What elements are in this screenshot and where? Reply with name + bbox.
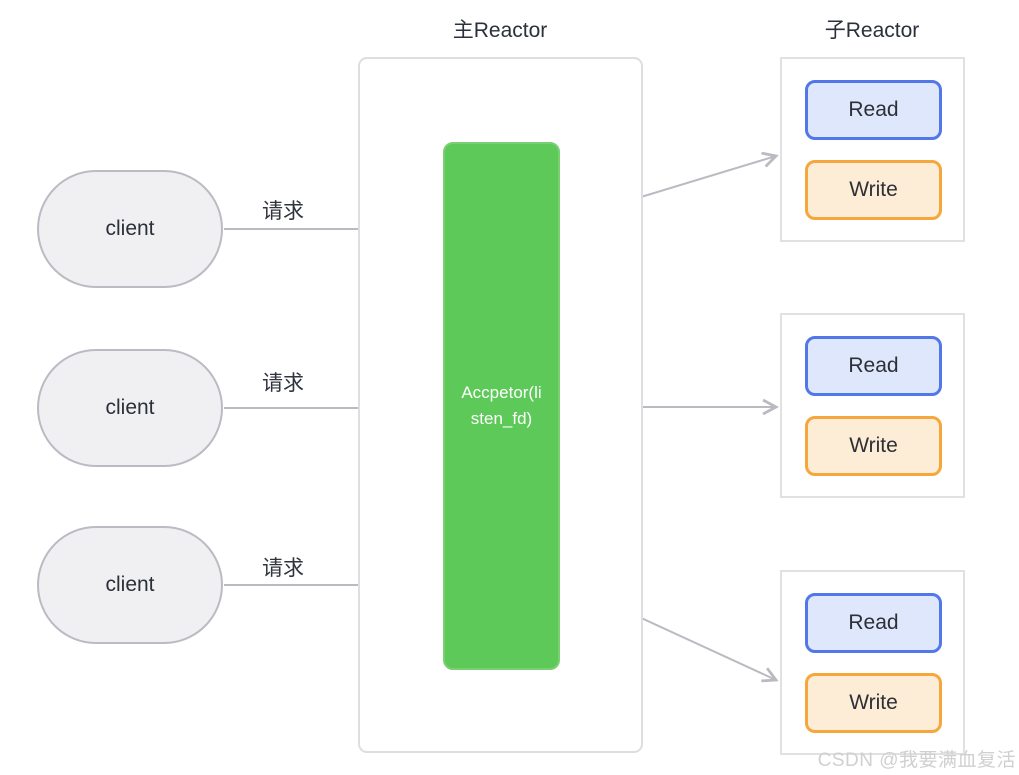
read-node: Read [805, 336, 942, 396]
request-label-1: 请求 [262, 200, 304, 223]
sub-reactor-box-1: Read Write [780, 57, 965, 242]
csdn-watermark: CSDN @我要满血复活 [817, 750, 1016, 771]
write-node: Write [805, 416, 942, 476]
client-label: client [105, 217, 155, 240]
request-label-3: 请求 [262, 557, 304, 580]
main-reactor-title: 主Reactor [452, 19, 548, 42]
sub-reactor-box-2: Read Write [780, 313, 965, 498]
request-label-2: 请求 [262, 372, 304, 395]
sub-reactor-title: 子Reactor [824, 19, 920, 42]
client-node-1: client [37, 170, 223, 288]
acceptor-label-line1: Accpetor(li [461, 383, 542, 402]
write-label: Write [849, 691, 898, 714]
acceptor-box: Accpetor(li sten_fd) [443, 142, 560, 670]
read-label: Read [848, 354, 899, 377]
write-label: Write [849, 178, 898, 201]
write-node: Write [805, 160, 942, 220]
sub-reactor-box-3: Read Write [780, 570, 965, 755]
read-label: Read [848, 98, 899, 121]
client-label: client [105, 573, 155, 596]
write-label: Write [849, 434, 898, 457]
client-node-3: client [37, 526, 223, 644]
acceptor-label-line2: sten_fd) [470, 409, 533, 428]
read-label: Read [848, 611, 899, 634]
read-node: Read [805, 593, 942, 653]
client-label: client [105, 396, 155, 419]
read-node: Read [805, 80, 942, 140]
client-node-2: client [37, 349, 223, 467]
write-node: Write [805, 673, 942, 733]
